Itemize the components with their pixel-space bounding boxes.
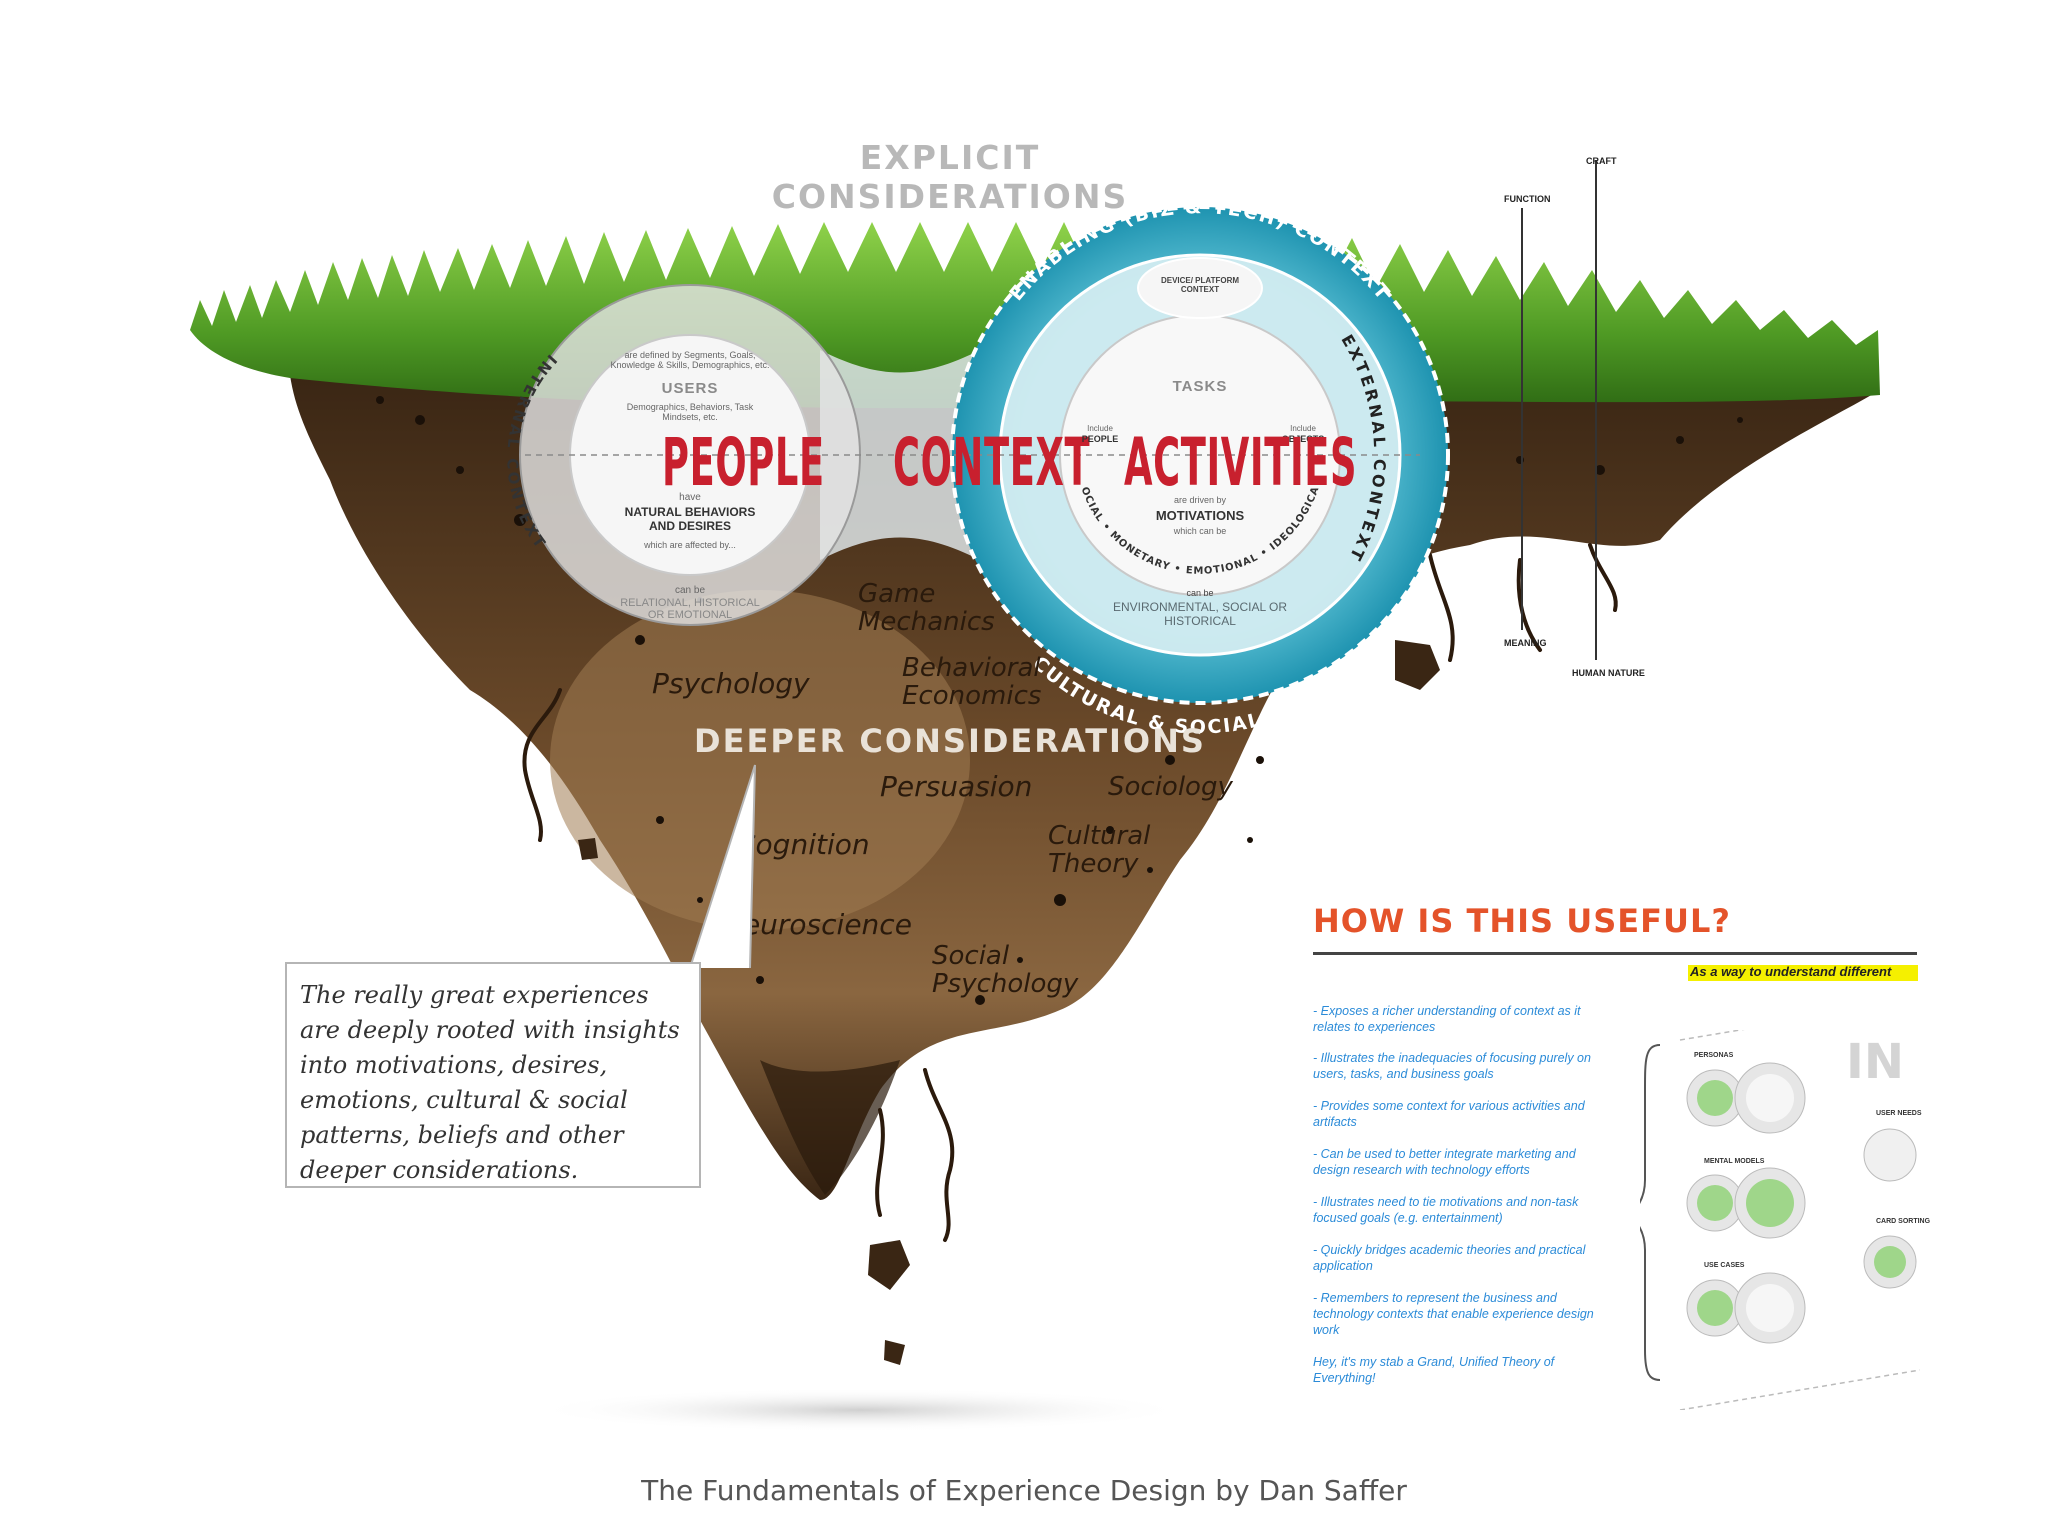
people-mid-note: Demographics, Behaviors, Task Mindsets, … (626, 402, 754, 422)
ruler-meaning: MEANING (1504, 638, 1547, 648)
people-top-note: are defined by Segments, Goals, Knowledg… (610, 350, 770, 370)
highlight-text: As a way to understand different (1690, 964, 1892, 979)
users-label: USERS (661, 380, 719, 397)
mini-use-cases (1686, 1272, 1806, 1344)
people-have: have (679, 492, 701, 503)
which-can-be-note: which can be (1173, 526, 1227, 536)
mini-label-user-needs: USER NEEDS (1876, 1110, 1922, 1117)
mini-personas (1686, 1062, 1806, 1134)
useful-bullet: - Illustrates need to tie motivations an… (1313, 1195, 1579, 1225)
quote-text: The really great experiences are deeply … (300, 981, 680, 1184)
useful-heading: HOW IS THIS USEFUL? (1313, 902, 1731, 940)
useful-rule (1313, 952, 1917, 955)
activities-can-be: can be (1186, 588, 1214, 598)
people-affected-note: which are affected by... (644, 540, 736, 550)
people-can-be: can be (674, 585, 706, 596)
mini-mental-models (1686, 1167, 1806, 1239)
include-objects: OBJECTS (1281, 434, 1325, 444)
topic-sociology: Sociology (1108, 772, 1233, 802)
topic-game-mechanics: Game Mechanics (858, 579, 995, 637)
useful-bullet: - Can be used to better integrate market… (1313, 1147, 1576, 1177)
ruler-craft: CRAFT (1586, 156, 1617, 166)
include-right: Include (1290, 424, 1316, 433)
people-title: PEOPLE (662, 424, 825, 501)
quote-box (285, 962, 701, 1188)
island-shadow (530, 1388, 1190, 1432)
ruler-lines (1521, 160, 1597, 660)
topic-persuasion: Persuasion (880, 770, 1033, 803)
activities-title: ACTIVITIES (1124, 424, 1358, 501)
people-context-kinds: RELATIONAL, HISTORICAL OR EMOTIONAL (620, 597, 760, 621)
device-platform-label: DEVICE/ PLATFORM CONTEXT (1160, 276, 1240, 294)
topic-psychology: Psychology (652, 667, 810, 700)
mini-label-mental-models: MENTAL MODELS (1704, 1158, 1765, 1165)
topic-cognition: Cognition (736, 828, 870, 861)
motivations-label: MOTIVATIONS (1155, 508, 1245, 523)
highlight-bar (1688, 965, 1918, 981)
device-bubble (1137, 257, 1263, 319)
panel-big-label: IN (1846, 1034, 1905, 1090)
tasks-label: TASKS (1172, 378, 1228, 395)
topic-behavioral-economics: Behavioral Economics (902, 653, 1042, 711)
useful-bullet: - Provides some context for various acti… (1313, 1099, 1585, 1129)
useful-bullet: - Illustrates the inadequacies of focusi… (1313, 1051, 1591, 1081)
ruler-function: FUNCTION (1504, 194, 1551, 204)
topic-cultural-theory: Cultural Theory (1048, 821, 1151, 879)
dirt-light-patch (550, 590, 970, 930)
rocks (578, 640, 1440, 1365)
ruler-human-nature: HUMAN NATURE (1572, 668, 1645, 678)
activities-context-kinds: ENVIRONMENTAL, SOCIAL OR HISTORICAL (1112, 600, 1288, 628)
dirt-dark-tip (760, 1060, 900, 1195)
useful-bullet: - Exposes a richer understanding of cont… (1313, 1004, 1581, 1034)
mini-label-personas: PERSONAS (1694, 1052, 1734, 1059)
explicit-considerations-heading: EXPLICIT CONSIDERATIONS (771, 138, 1129, 216)
driven-by-note: are driven by (1173, 495, 1227, 505)
topic-social-psychology: Social Psychology (932, 941, 1079, 999)
quote-pointer (689, 764, 756, 969)
useful-footer: Hey, it's my stab a Grand, Unified Theor… (1313, 1355, 1555, 1385)
roots (522, 543, 1618, 1242)
include-left: Include (1087, 424, 1113, 433)
caption: The Fundamentals of Experience Design by… (641, 1474, 1407, 1507)
include-people: PEOPLE (1081, 434, 1119, 444)
mini-diagrams (1640, 1030, 1920, 1410)
mini-label-card-sorting: CARD SORTING (1876, 1218, 1931, 1225)
deeper-considerations-heading: DEEPER CONSIDERATIONS (694, 722, 1206, 760)
useful-bullet: - Quickly bridges academic theories and … (1313, 1243, 1586, 1273)
useful-bullet: - Remembers to represent the business an… (1313, 1291, 1594, 1337)
mini-label-use-cases: USE CASES (1704, 1262, 1745, 1269)
natural-behaviors-label: NATURAL BEHAVIORS AND DESIRES (624, 505, 756, 533)
topic-neuroscience: Neuroscience (722, 908, 912, 941)
context-title: CONTEXT (893, 424, 1091, 501)
